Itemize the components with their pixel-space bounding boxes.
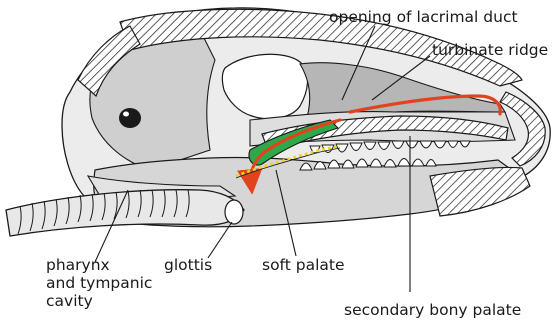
glottis-opening — [225, 200, 243, 224]
label-cavity: cavity — [46, 292, 93, 310]
label-and-tympanic: and tympanic — [46, 274, 152, 292]
eye-icon — [119, 108, 141, 128]
cut-bone-mandible — [430, 167, 530, 216]
label-turbinate-ridge: turbinate ridge — [432, 41, 548, 59]
label-glottis: glottis — [164, 256, 212, 274]
label-secondary-bony-palate: secondary bony palate — [344, 301, 521, 319]
eye-highlight — [123, 112, 129, 117]
label-soft-palate: soft palate — [262, 256, 345, 274]
label-opening-of-lacrimal-duct: opening of lacrimal duct — [329, 8, 518, 26]
label-pharynx: pharynx — [46, 256, 110, 274]
